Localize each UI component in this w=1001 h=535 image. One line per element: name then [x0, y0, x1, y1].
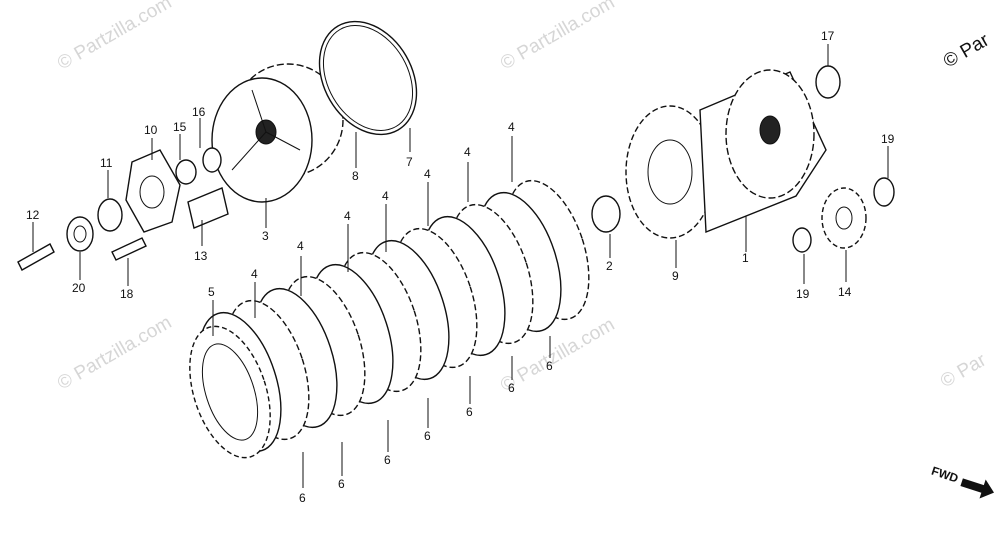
pressure-plate-spoke [231, 131, 267, 171]
callout-10: 10 [144, 123, 158, 137]
gear-14 [821, 187, 867, 249]
callout-6: 6 [384, 453, 391, 467]
callout-4: 4 [508, 120, 515, 134]
callout-8: 8 [352, 169, 359, 183]
friction-disc-5 [189, 325, 271, 459]
callout-3: 3 [262, 229, 269, 243]
callout-1: 1 [742, 251, 749, 265]
callout-6: 6 [299, 491, 306, 505]
watermark-corner: © Par [940, 29, 993, 72]
pressure-plate-spoke [251, 89, 267, 133]
callout-19: 19 [796, 287, 810, 301]
fwd-arrow-icon [960, 478, 994, 499]
callout-5: 5 [208, 285, 215, 299]
callout-11: 11 [100, 156, 113, 170]
callout-4: 4 [344, 209, 351, 223]
right-assembly [591, 65, 895, 253]
callout-16: 16 [192, 105, 206, 119]
callout-20: 20 [72, 281, 86, 295]
washer-17 [815, 65, 841, 99]
bearing-15 [175, 159, 197, 185]
lifter-plate-10 [125, 149, 181, 233]
ring-7-inner [322, 25, 414, 131]
callout-4: 4 [464, 145, 471, 159]
callout-4: 4 [251, 267, 258, 281]
spring-13 [187, 187, 229, 229]
callout-2: 2 [606, 259, 613, 273]
watermark-text: © Par [937, 349, 990, 392]
snap-ring-19-upper [873, 177, 895, 207]
callout-13: 13 [194, 249, 208, 263]
callout-6: 6 [508, 381, 515, 395]
callout-6: 6 [546, 359, 553, 373]
collar-2 [591, 195, 621, 233]
callout-4: 4 [297, 239, 304, 253]
callout-6: 6 [424, 429, 431, 443]
callout-14: 14 [838, 285, 852, 299]
clutch-plate-stack [189, 179, 590, 459]
ring-7 [318, 20, 418, 136]
callout-7: 7 [406, 155, 413, 169]
pressure-plate-spoke [265, 131, 301, 151]
callout-labels: 1 2 3 4 4 4 4 4 4 4 5 6 6 6 6 6 6 6 7 8 … [26, 29, 895, 505]
outer-housing-hub [759, 115, 781, 145]
callout-4: 4 [424, 167, 431, 181]
washer-16 [202, 147, 222, 173]
rod-12 [17, 243, 55, 271]
bolt-18 [111, 237, 147, 261]
washer-11 [97, 198, 123, 232]
bearing-20 [66, 216, 94, 252]
callout-19: 19 [881, 132, 895, 146]
left-hardware [17, 147, 229, 271]
watermark-text: © Partzilla.com [497, 0, 618, 74]
callout-6: 6 [338, 477, 345, 491]
watermark-text: © Partzilla.com [54, 0, 175, 74]
callout-6: 6 [466, 405, 473, 419]
clutch-center-hub [647, 139, 693, 205]
leader-lines [32, 44, 889, 488]
pressure-plate [211, 63, 344, 203]
callout-9: 9 [672, 269, 679, 283]
disc-inner-edge [201, 343, 259, 441]
snap-ring-19-lower [792, 227, 812, 253]
lifter-plate-hole [139, 175, 165, 209]
bearing-20-bore [73, 225, 87, 243]
callout-18: 18 [120, 287, 134, 301]
callout-4: 4 [382, 189, 389, 203]
watermark-text: © Partzilla.com [54, 312, 175, 394]
callout-17: 17 [821, 29, 835, 43]
callout-15: 15 [173, 120, 187, 134]
callout-12: 12 [26, 208, 40, 222]
fwd-label: FWD [930, 464, 961, 486]
gear-14-bore [835, 206, 853, 230]
fwd-indicator: FWD [930, 464, 994, 499]
